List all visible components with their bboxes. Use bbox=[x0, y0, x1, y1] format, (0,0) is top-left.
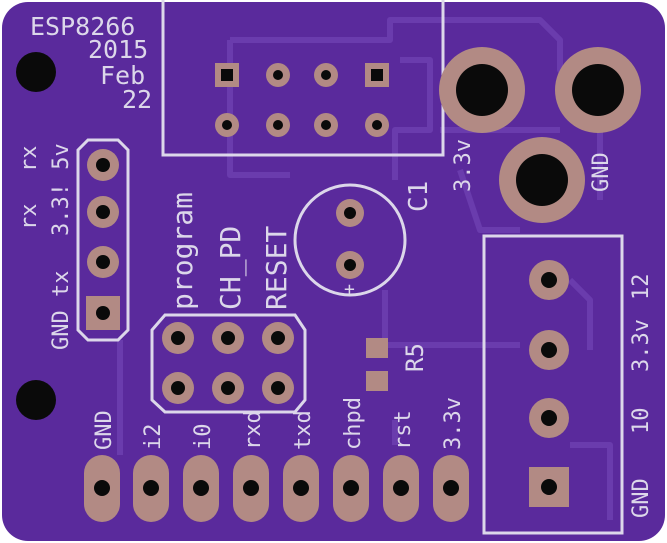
bottom-label-3v3: 3.3v bbox=[441, 397, 466, 450]
label-reset: RESET bbox=[260, 226, 293, 310]
board-year: 2015 bbox=[88, 35, 148, 64]
terminal-label-gnd: GND bbox=[629, 478, 654, 518]
left-label-rx: rx bbox=[17, 146, 42, 173]
left-header bbox=[76, 138, 130, 342]
capacitor-c1 bbox=[293, 183, 407, 297]
left-label-3v3-5v: 3.3! 5v bbox=[49, 143, 74, 236]
resistor-name: R5 bbox=[401, 343, 429, 372]
board-month: Feb bbox=[100, 61, 145, 90]
power-pads bbox=[439, 47, 641, 223]
jumper-block bbox=[150, 313, 307, 414]
terminal-label-12: 12 bbox=[629, 274, 654, 301]
bottom-label-rxd: rxd bbox=[241, 410, 266, 450]
bottom-label-rst: rst bbox=[391, 410, 416, 450]
power-label-3v3: 3.3v bbox=[451, 139, 476, 192]
terminal-label-10: 10 bbox=[629, 408, 654, 435]
capacitor-polarity: + bbox=[344, 279, 355, 300]
board-title: ESP8266 bbox=[30, 12, 135, 41]
left-label-gnd-tx: GND tx bbox=[49, 271, 74, 350]
bottom-label-txd: txd bbox=[291, 410, 316, 450]
right-terminal bbox=[482, 234, 624, 535]
esp-module-pads bbox=[215, 63, 389, 137]
capacitor-name: C1 bbox=[404, 181, 434, 212]
board-day: 22 bbox=[122, 85, 152, 114]
bottom-label-i2: i2 bbox=[141, 424, 166, 451]
mounting-hole-icon bbox=[16, 52, 56, 92]
power-label-gnd: GND bbox=[589, 152, 614, 192]
label-program: program bbox=[166, 192, 199, 310]
bottom-label-gnd: GND bbox=[92, 410, 117, 450]
terminal-label-3v3: 3.3v bbox=[629, 319, 654, 372]
left-label-rx2: rx bbox=[17, 204, 42, 231]
label-ch-pd: CH_PD bbox=[214, 226, 248, 310]
mounting-hole-icon bbox=[16, 380, 56, 420]
bottom-label-i0: i0 bbox=[191, 424, 216, 451]
bottom-header-pads bbox=[84, 455, 469, 522]
resistor-r5-pads bbox=[366, 338, 388, 391]
bottom-label-chpd: chpd bbox=[341, 397, 366, 450]
